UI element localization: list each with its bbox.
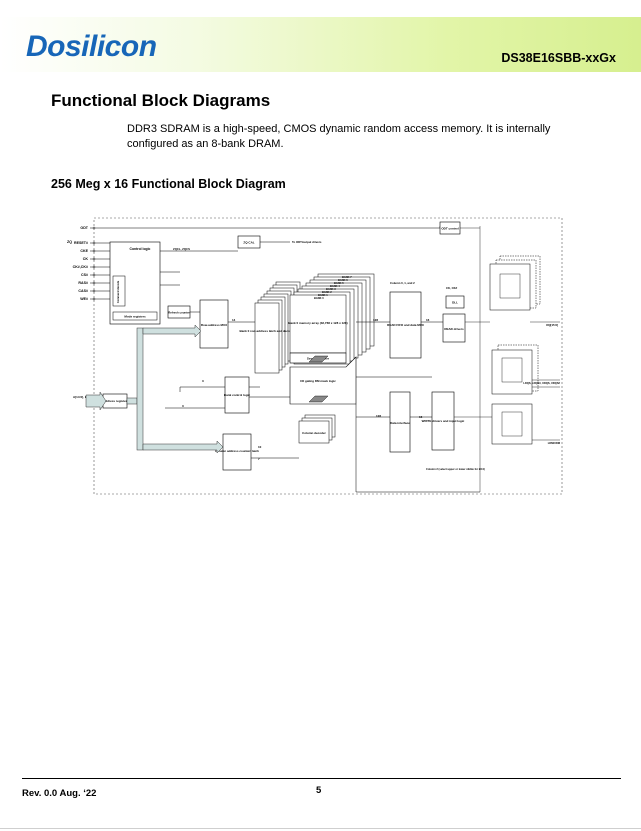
figure-title: 256 Meg x 16 Functional Block Diagram (51, 177, 286, 191)
address-bus (85, 324, 224, 454)
functional-block-diagram: ODT ZQ RESET# CKE CK CK#,CK# CS# RAS# CA… (67, 217, 563, 495)
input-stubs (90, 226, 110, 301)
column-0-2-label: Column 0, 1, and 2 (390, 281, 415, 285)
dll-block (445, 295, 465, 309)
bank-control-logic-block (224, 376, 250, 414)
column-address-counter-label: Column address counter/ latch (215, 449, 259, 453)
svg-text:14: 14 (232, 318, 236, 322)
zq-control-label: ZQ CAL (243, 241, 254, 245)
read-fifo-label: READ FIFO and data MUX (387, 323, 424, 327)
pin-label-cke: CKE (80, 249, 88, 253)
column-decoder-label: Column decoder (302, 431, 327, 435)
mode-registers-block (112, 311, 158, 321)
pin-label-zq: ZQ (67, 240, 72, 244)
mode-registers-label: Mode registers (124, 315, 146, 319)
read-drivers-block (442, 313, 466, 343)
section-description: DDR3 SDRAM is a high-speed, CMOS dynamic… (127, 123, 551, 150)
input-pins: ODT ZQ RESET# CKE CK CK#,CK# CS# RAS# CA… (67, 226, 89, 301)
pin-label-reset: RESET# (74, 241, 88, 245)
revision-label: Rev. 0.0 Aug. ‘22 (22, 788, 97, 799)
page-bottom-edge (0, 828, 641, 829)
pin-label-cas: CAS# (78, 289, 88, 293)
bank-row-latch-label: Bank 0 row-address latch and decoder (239, 329, 295, 333)
row-address-mux-block (199, 299, 229, 349)
column-address-counter-block (222, 433, 252, 471)
svg-text:BANK 0: BANK 0 (314, 296, 324, 300)
dq-out-label: DQ[15:0] (546, 323, 558, 327)
company-logo: Dosilicon (26, 30, 157, 63)
svg-text:7: 7 (258, 457, 260, 461)
command-decode-block (112, 275, 126, 307)
footer-rule (22, 778, 621, 779)
driver-internals (454, 226, 560, 492)
memory-array-label: Bank 0 memory array (32,768 x 128 x 128) (288, 321, 347, 325)
svg-text:BANK 1: BANK 1 (318, 293, 328, 297)
to-odt-label: To ODT/output drivers (292, 240, 322, 244)
read-fifo-block (389, 291, 422, 359)
svg-text:128: 128 (376, 414, 381, 418)
dqs-driver-stack (491, 344, 539, 395)
zq-control-block (237, 235, 261, 249)
bank-control-logic-label: Bank control logic (224, 393, 251, 397)
svg-text:3: 3 (202, 379, 204, 383)
io-gating-bottom-mark (308, 395, 329, 403)
svg-text:BANK 6: BANK 6 (338, 278, 348, 282)
svg-text:BANK 7: BANK 7 (342, 275, 352, 279)
io-gating-label: I/O gating DM mask logic (300, 379, 336, 383)
address-register-label: Address register (103, 399, 128, 403)
header-band (0, 17, 641, 72)
io-gating-top-mark (308, 355, 329, 363)
datapath-lines (165, 311, 480, 493)
dq-driver-stack (489, 255, 541, 311)
write-drivers-label: WRITE drivers and input logic (422, 419, 465, 423)
dll-label: DLL (452, 301, 458, 305)
svg-text:BANK 3: BANK 3 (326, 287, 336, 291)
part-number: DS38E16SBB-xxGx (501, 51, 616, 65)
pin-label-ckn: CK#,CK# (73, 265, 88, 269)
refresh-counter-label: Refresh counter (168, 311, 190, 315)
svg-text:16: 16 (426, 318, 430, 322)
control-lines (110, 226, 441, 286)
command-decode-label: Command decode (116, 280, 120, 303)
pin-label-we: WE# (80, 297, 88, 301)
data-interface-label: Data interface (390, 421, 410, 425)
svg-text:BANK 2: BANK 2 (322, 290, 332, 294)
ldqs-label: LDQS, LDQS#, UDQS, UDQS# (523, 381, 560, 385)
udm-label: LDM/UDM (548, 441, 560, 445)
write-drivers-block (431, 391, 455, 451)
memory-array-stack (289, 273, 375, 365)
svg-text:BANK 5: BANK 5 (334, 281, 344, 285)
io-gating-block (289, 356, 357, 405)
zq-cal-signal: ZQCL, ZQCS (173, 247, 190, 251)
pin-label-ck: CK (83, 257, 89, 261)
bank-row-latch-stack (254, 281, 301, 374)
svg-text:10: 10 (258, 445, 262, 449)
pin-label-ras: RAS# (78, 281, 88, 285)
row-address-mux-label: Row-address MUX (201, 323, 227, 327)
svg-text:BANK 4: BANK 4 (330, 284, 340, 288)
bank-labels: BANK 7 BANK 6 BANK 5 BANK 4 BANK 3 BANK … (314, 275, 352, 300)
data-interface-block (389, 391, 411, 453)
svg-text:128: 128 (373, 318, 378, 322)
page-number: 5 (316, 785, 322, 796)
column-decoder-stack (298, 414, 336, 444)
pin-label-odt: ODT (80, 226, 88, 230)
odt-control-label: ODT control (441, 227, 458, 231)
section-title: Functional Block Diagrams (51, 91, 271, 110)
read-drivers-label: READ drivers (444, 327, 464, 331)
column-2-label: Column 2 (select upper or lower nibble f… (426, 467, 485, 471)
control-logic-label: Control logic (130, 247, 151, 251)
address-input-label: A[14:0], BA[2:0] (73, 395, 96, 399)
pin-label-cs: CS# (81, 273, 88, 277)
dm-driver-stack (491, 403, 533, 445)
svg-text:3: 3 (182, 404, 184, 408)
diagram-border (93, 217, 563, 495)
ck-label: CK, CK# (446, 286, 458, 290)
